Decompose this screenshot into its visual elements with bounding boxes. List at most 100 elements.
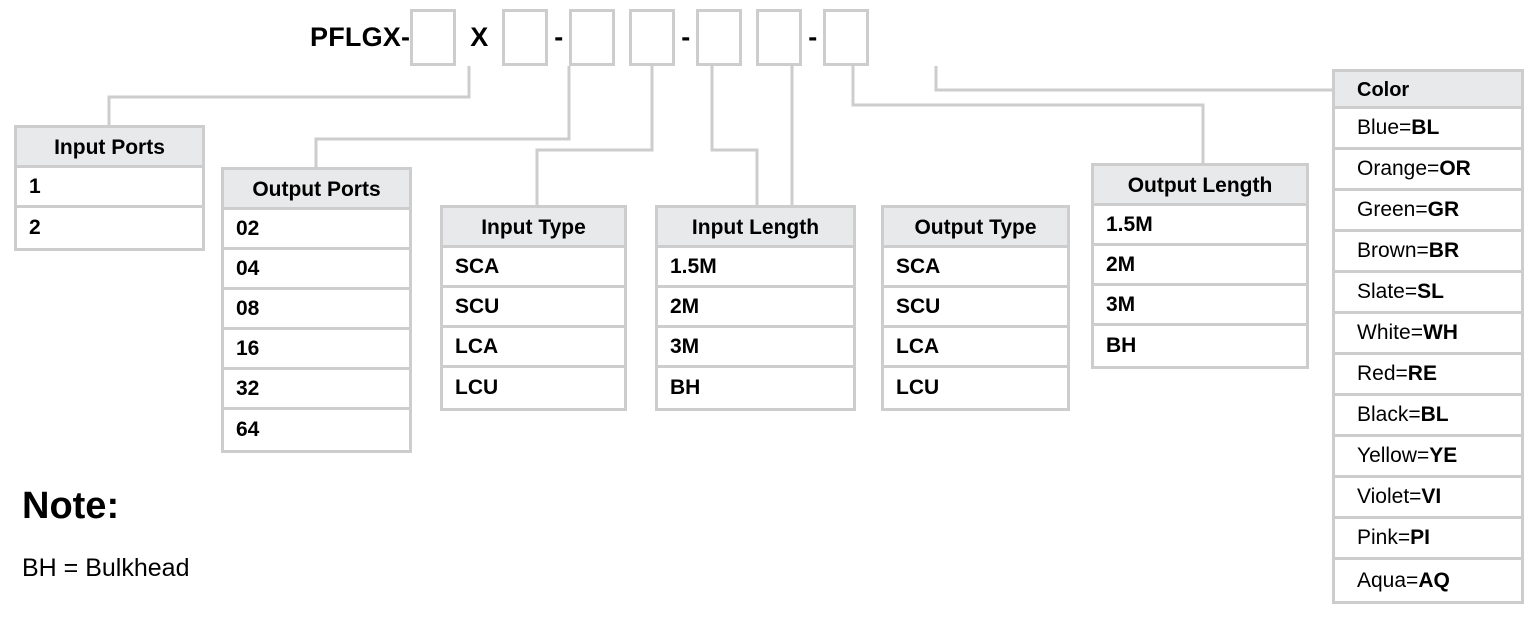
color-code: VI bbox=[1421, 485, 1442, 508]
color-code: RE bbox=[1407, 362, 1437, 385]
table-row[interactable]: LCU bbox=[884, 368, 1067, 408]
equals-sign: = bbox=[1409, 485, 1422, 508]
table-row[interactable]: LCU bbox=[443, 368, 624, 408]
table-header-input-ports: Input Ports bbox=[17, 128, 202, 168]
table-row[interactable]: 1.5M bbox=[658, 248, 853, 288]
table-header-output-ports: Output Ports bbox=[224, 170, 409, 210]
color-name: Green bbox=[1357, 198, 1416, 221]
table-row[interactable]: 3M bbox=[658, 328, 853, 368]
part-number-box-2[interactable] bbox=[502, 8, 549, 66]
color-name: Slate bbox=[1357, 280, 1405, 303]
table-input-type: Input Type SCA SCU LCA LCU bbox=[440, 205, 627, 411]
color-code: OR bbox=[1439, 157, 1471, 180]
equals-sign: = bbox=[1415, 198, 1428, 221]
table-row[interactable]: SCA bbox=[443, 248, 624, 288]
color-code: BL bbox=[1411, 116, 1440, 139]
table-row[interactable]: Green = GR bbox=[1335, 191, 1521, 232]
equals-sign: = bbox=[1404, 280, 1418, 303]
leader-output-length bbox=[851, 66, 1205, 163]
leader-input-length bbox=[710, 66, 759, 205]
note-line: BH = Bulkhead bbox=[22, 554, 190, 582]
table-output-length: Output Length 1.5M 2M 3M BH bbox=[1091, 163, 1309, 369]
equals-sign: = bbox=[1416, 239, 1429, 262]
part-number-row: PFLGX- X - - - bbox=[310, 8, 870, 66]
equals-sign: = bbox=[1399, 116, 1412, 139]
table-row[interactable]: 1 bbox=[17, 168, 202, 208]
leader-input-ports bbox=[107, 66, 471, 125]
table-row[interactable]: Brown = BR bbox=[1335, 232, 1521, 273]
part-number-box-5[interactable] bbox=[696, 8, 743, 66]
table-row[interactable]: 02 bbox=[224, 210, 409, 250]
color-code: WH bbox=[1422, 321, 1458, 344]
table-row[interactable]: BH bbox=[658, 368, 853, 408]
table-row[interactable]: Aqua = AQ bbox=[1335, 560, 1521, 601]
table-row[interactable]: LCA bbox=[443, 328, 624, 368]
table-row[interactable]: 2 bbox=[17, 208, 202, 248]
table-row[interactable]: SCA bbox=[884, 248, 1067, 288]
color-name: Pink bbox=[1357, 526, 1398, 549]
part-number-dash-3: - bbox=[808, 21, 818, 52]
color-code: SL bbox=[1417, 280, 1444, 303]
color-name: Brown bbox=[1357, 239, 1417, 262]
color-name: Red bbox=[1357, 362, 1396, 385]
part-number-box-6[interactable] bbox=[756, 8, 803, 66]
note-title: Note: bbox=[22, 485, 120, 527]
table-row[interactable]: Orange = OR bbox=[1335, 150, 1521, 191]
table-row[interactable]: 2M bbox=[1094, 246, 1306, 286]
table-row[interactable]: Blue = BL bbox=[1335, 109, 1521, 150]
table-row[interactable]: 3M bbox=[1094, 286, 1306, 326]
color-name: Blue bbox=[1357, 116, 1400, 139]
table-row[interactable]: SCU bbox=[884, 288, 1067, 328]
table-row[interactable]: 16 bbox=[224, 330, 409, 370]
equals-sign: = bbox=[1406, 568, 1419, 592]
part-number-box-4[interactable] bbox=[629, 8, 676, 66]
table-row[interactable]: 1.5M bbox=[1094, 206, 1306, 246]
part-number-box-1[interactable] bbox=[410, 8, 457, 66]
part-number-prefix: PFLGX- bbox=[310, 21, 411, 52]
color-code: GR bbox=[1427, 198, 1460, 221]
equals-sign: = bbox=[1408, 403, 1421, 426]
table-row[interactable]: White = WH bbox=[1335, 314, 1521, 355]
color-code: AQ bbox=[1418, 568, 1450, 592]
part-number-x-separator: X bbox=[470, 21, 489, 52]
color-name: Yellow bbox=[1357, 444, 1417, 467]
table-row[interactable]: Red = RE bbox=[1335, 355, 1521, 396]
color-name: Aqua bbox=[1357, 568, 1407, 592]
table-output-ports: Output Ports 02 04 08 16 32 64 bbox=[221, 167, 412, 453]
table-header-input-length: Input Length bbox=[658, 208, 853, 248]
equals-sign: = bbox=[1416, 444, 1430, 467]
table-row[interactable]: 64 bbox=[224, 410, 409, 450]
table-row[interactable]: 2M bbox=[658, 288, 853, 328]
table-row[interactable]: Slate = SL bbox=[1335, 273, 1521, 314]
table-input-ports: Input Ports 1 2 bbox=[14, 125, 205, 251]
table-header-color: Color bbox=[1335, 72, 1521, 109]
leader-output-ports bbox=[314, 66, 571, 167]
part-number-box-3[interactable] bbox=[569, 8, 616, 66]
part-number-dash-2: - bbox=[681, 21, 691, 52]
table-header-output-length: Output Length bbox=[1094, 166, 1306, 206]
color-code: YE bbox=[1429, 444, 1458, 467]
part-number-box-7[interactable] bbox=[823, 8, 870, 66]
equals-sign: = bbox=[1410, 321, 1423, 344]
table-row[interactable]: Yellow = YE bbox=[1335, 437, 1521, 478]
table-row[interactable]: Violet = VI bbox=[1335, 478, 1521, 519]
equals-sign: = bbox=[1397, 526, 1411, 549]
color-code: BL bbox=[1420, 403, 1449, 426]
table-row[interactable]: 04 bbox=[224, 250, 409, 290]
color-name: White bbox=[1357, 321, 1411, 344]
color-name: Violet bbox=[1357, 485, 1410, 508]
color-name: Black bbox=[1357, 403, 1409, 426]
table-header-output-type: Output Type bbox=[884, 208, 1067, 248]
table-row[interactable]: Pink = PI bbox=[1335, 519, 1521, 560]
table-row[interactable]: BH bbox=[1094, 326, 1306, 366]
table-row[interactable]: 08 bbox=[224, 290, 409, 330]
leader-input-type bbox=[535, 66, 654, 205]
table-row[interactable]: Black = BL bbox=[1335, 396, 1521, 437]
color-name: Orange bbox=[1357, 157, 1428, 180]
table-input-length: Input Length 1.5M 2M 3M BH bbox=[655, 205, 856, 411]
table-output-type: Output Type SCA SCU LCA LCU bbox=[881, 205, 1070, 411]
table-row[interactable]: 32 bbox=[224, 370, 409, 410]
table-row[interactable]: LCA bbox=[884, 328, 1067, 368]
table-row[interactable]: SCU bbox=[443, 288, 624, 328]
